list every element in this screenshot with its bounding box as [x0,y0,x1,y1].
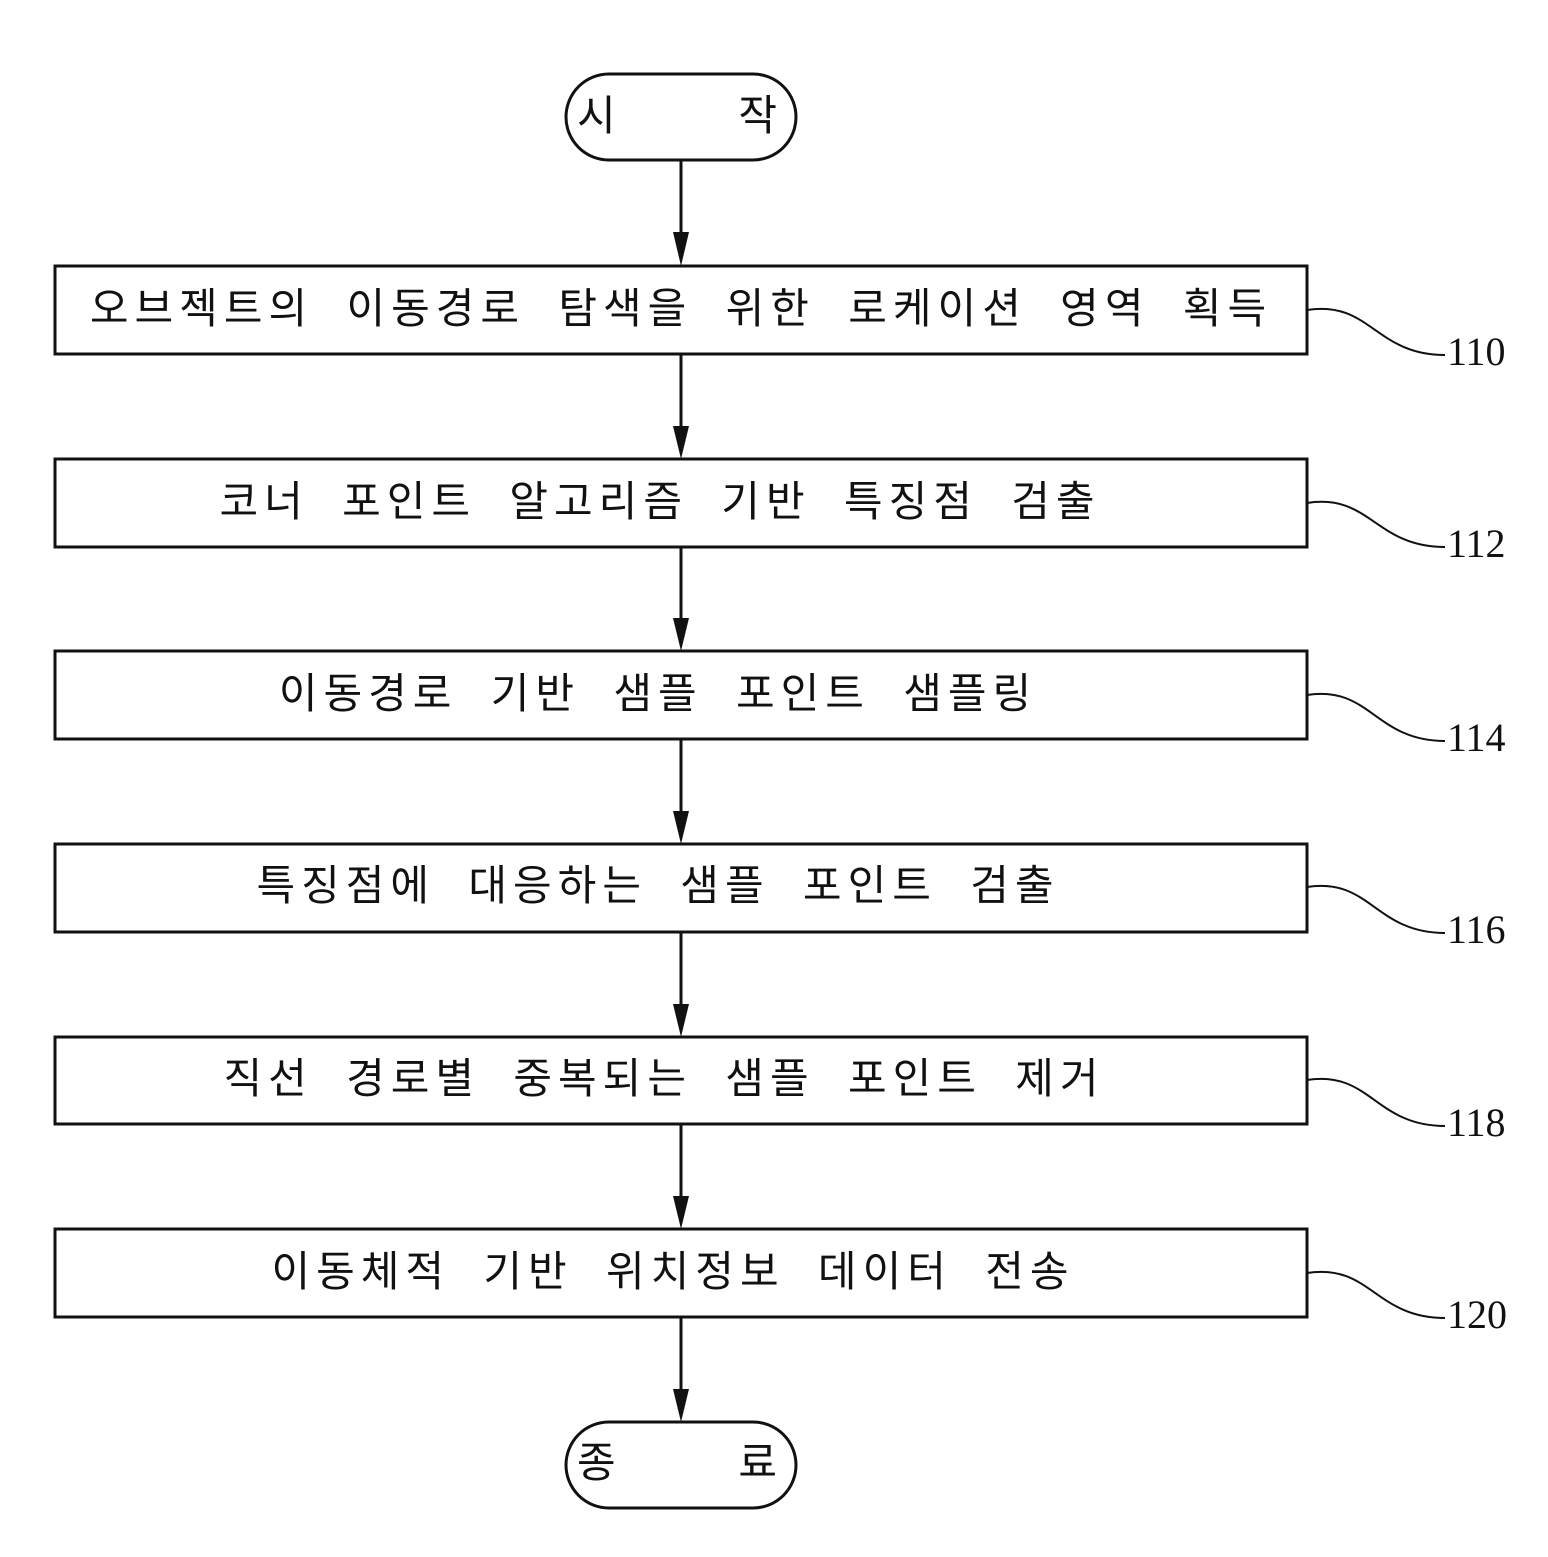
step-114: 이동경로 기반 샘플 포인트 샘플링 114 [55,651,1506,760]
step-116-label: 특징점에 대응하는 샘플 포인트 검출 [256,861,1059,910]
connector-110-to-112 [673,354,689,459]
step-112-ref: 112 [1447,521,1506,566]
step-116: 특징점에 대응하는 샘플 포인트 검출 116 [55,844,1506,952]
connector-114-to-116 [673,739,689,844]
step-112-leader [1307,502,1445,547]
end-terminal-label: 종 료 [577,1438,785,1487]
start-terminal-label: 시 작 [577,91,785,140]
connector-118-to-120 [673,1124,689,1229]
start-terminal: 시 작 [566,74,796,160]
end-terminal: 종 료 [566,1422,796,1508]
step-120-ref: 120 [1447,1292,1507,1337]
connector-120-to-end [673,1317,689,1422]
step-110-ref: 110 [1447,329,1506,374]
step-118-ref: 118 [1447,1100,1506,1145]
step-114-leader [1307,694,1445,741]
step-120: 이동체적 기반 위치정보 데이터 전송 120 [55,1229,1507,1337]
step-110: 오브젝트의 이동경로 탐색을 위한 로케이션 영역 획득 110 [55,266,1506,374]
connector-start-to-110 [673,160,689,266]
step-120-label: 이동체적 기반 위치정보 데이터 전송 [271,1247,1074,1296]
step-118: 직선 경로별 중복되는 샘플 포인트 제거 118 [55,1037,1506,1145]
step-110-label: 오브젝트의 이동경로 탐색을 위한 로케이션 영역 획득 [90,284,1272,333]
connector-116-to-118 [673,932,689,1037]
step-118-leader [1307,1079,1445,1126]
step-118-label: 직선 경로별 중복되는 샘플 포인트 제거 [224,1054,1105,1103]
step-112: 코너 포인트 알고리즘 기반 특징점 검출 112 [55,459,1506,566]
step-116-ref: 116 [1447,907,1506,952]
step-114-ref: 114 [1447,715,1506,760]
step-114-label: 이동경로 기반 샘플 포인트 샘플링 [279,669,1037,718]
step-110-leader [1307,309,1445,355]
step-112-label: 코너 포인트 알고리즘 기반 특징점 검출 [220,477,1101,526]
step-120-leader [1307,1272,1445,1318]
connector-112-to-114 [673,547,689,651]
step-116-leader [1307,886,1445,933]
